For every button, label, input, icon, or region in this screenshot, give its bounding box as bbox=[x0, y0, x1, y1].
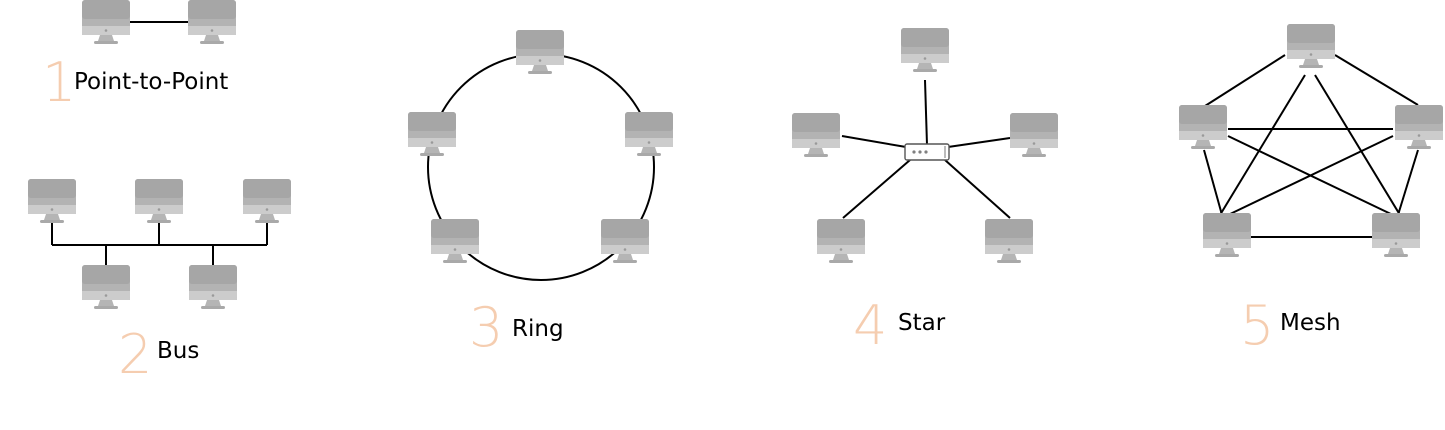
computer-monitor-icon bbox=[1372, 213, 1420, 257]
computer-monitor-icon bbox=[817, 219, 865, 263]
link-line bbox=[1227, 135, 1394, 216]
computer-monitor-icon bbox=[82, 0, 130, 44]
topology-number: 3 bbox=[469, 296, 503, 359]
computer-monitor-icon bbox=[135, 179, 183, 223]
computer-monitor-icon bbox=[601, 219, 649, 263]
link-line bbox=[1334, 54, 1419, 106]
computer-monitor-icon bbox=[985, 219, 1033, 263]
computer-monitor-icon bbox=[901, 28, 949, 72]
computer-monitor-icon bbox=[1203, 213, 1251, 257]
computer-monitor-icon bbox=[516, 30, 564, 74]
link-line bbox=[841, 135, 907, 148]
link-line bbox=[1219, 74, 1306, 216]
topology-label: Point-to-Point bbox=[74, 69, 228, 95]
link-line bbox=[924, 79, 928, 146]
topology-label: Bus bbox=[157, 338, 199, 364]
link-line bbox=[842, 159, 911, 219]
topology-label: Ring bbox=[512, 316, 564, 342]
topology-label: Star bbox=[898, 310, 946, 336]
point-to-point-topology: 1 Point-to-Point bbox=[42, 0, 236, 114]
topology-number: 1 bbox=[42, 51, 76, 114]
link-line bbox=[1203, 149, 1223, 216]
computer-monitor-icon bbox=[1287, 24, 1335, 68]
computer-monitor-icon bbox=[1179, 105, 1227, 149]
link-line bbox=[944, 159, 1011, 219]
computer-monitor-icon bbox=[625, 112, 673, 156]
link-line bbox=[947, 137, 1011, 148]
computer-monitor-icon bbox=[408, 112, 456, 156]
computer-monitor-icon bbox=[1395, 105, 1443, 149]
topology-number: 2 bbox=[118, 323, 152, 386]
link-line bbox=[1314, 74, 1401, 216]
computer-monitor-icon bbox=[792, 113, 840, 157]
computer-monitor-icon bbox=[189, 265, 237, 309]
link-line bbox=[1204, 54, 1286, 107]
mesh-topology: 5 Mesh bbox=[1179, 24, 1443, 357]
computer-monitor-icon bbox=[1010, 113, 1058, 157]
network-switch-icon bbox=[904, 143, 950, 161]
bus-topology: 2 Bus bbox=[28, 179, 291, 386]
star-topology: 4 Star bbox=[792, 28, 1058, 357]
computer-monitor-icon bbox=[188, 0, 236, 44]
computer-monitor-icon bbox=[82, 265, 130, 309]
link-line bbox=[1397, 149, 1419, 216]
topology-label: Mesh bbox=[1280, 310, 1341, 336]
topology-number: 5 bbox=[1240, 294, 1274, 357]
computer-monitor-icon bbox=[243, 179, 291, 223]
topology-number: 4 bbox=[853, 294, 887, 357]
ring-topology: 3 Ring bbox=[408, 30, 673, 359]
computer-monitor-icon bbox=[28, 179, 76, 223]
